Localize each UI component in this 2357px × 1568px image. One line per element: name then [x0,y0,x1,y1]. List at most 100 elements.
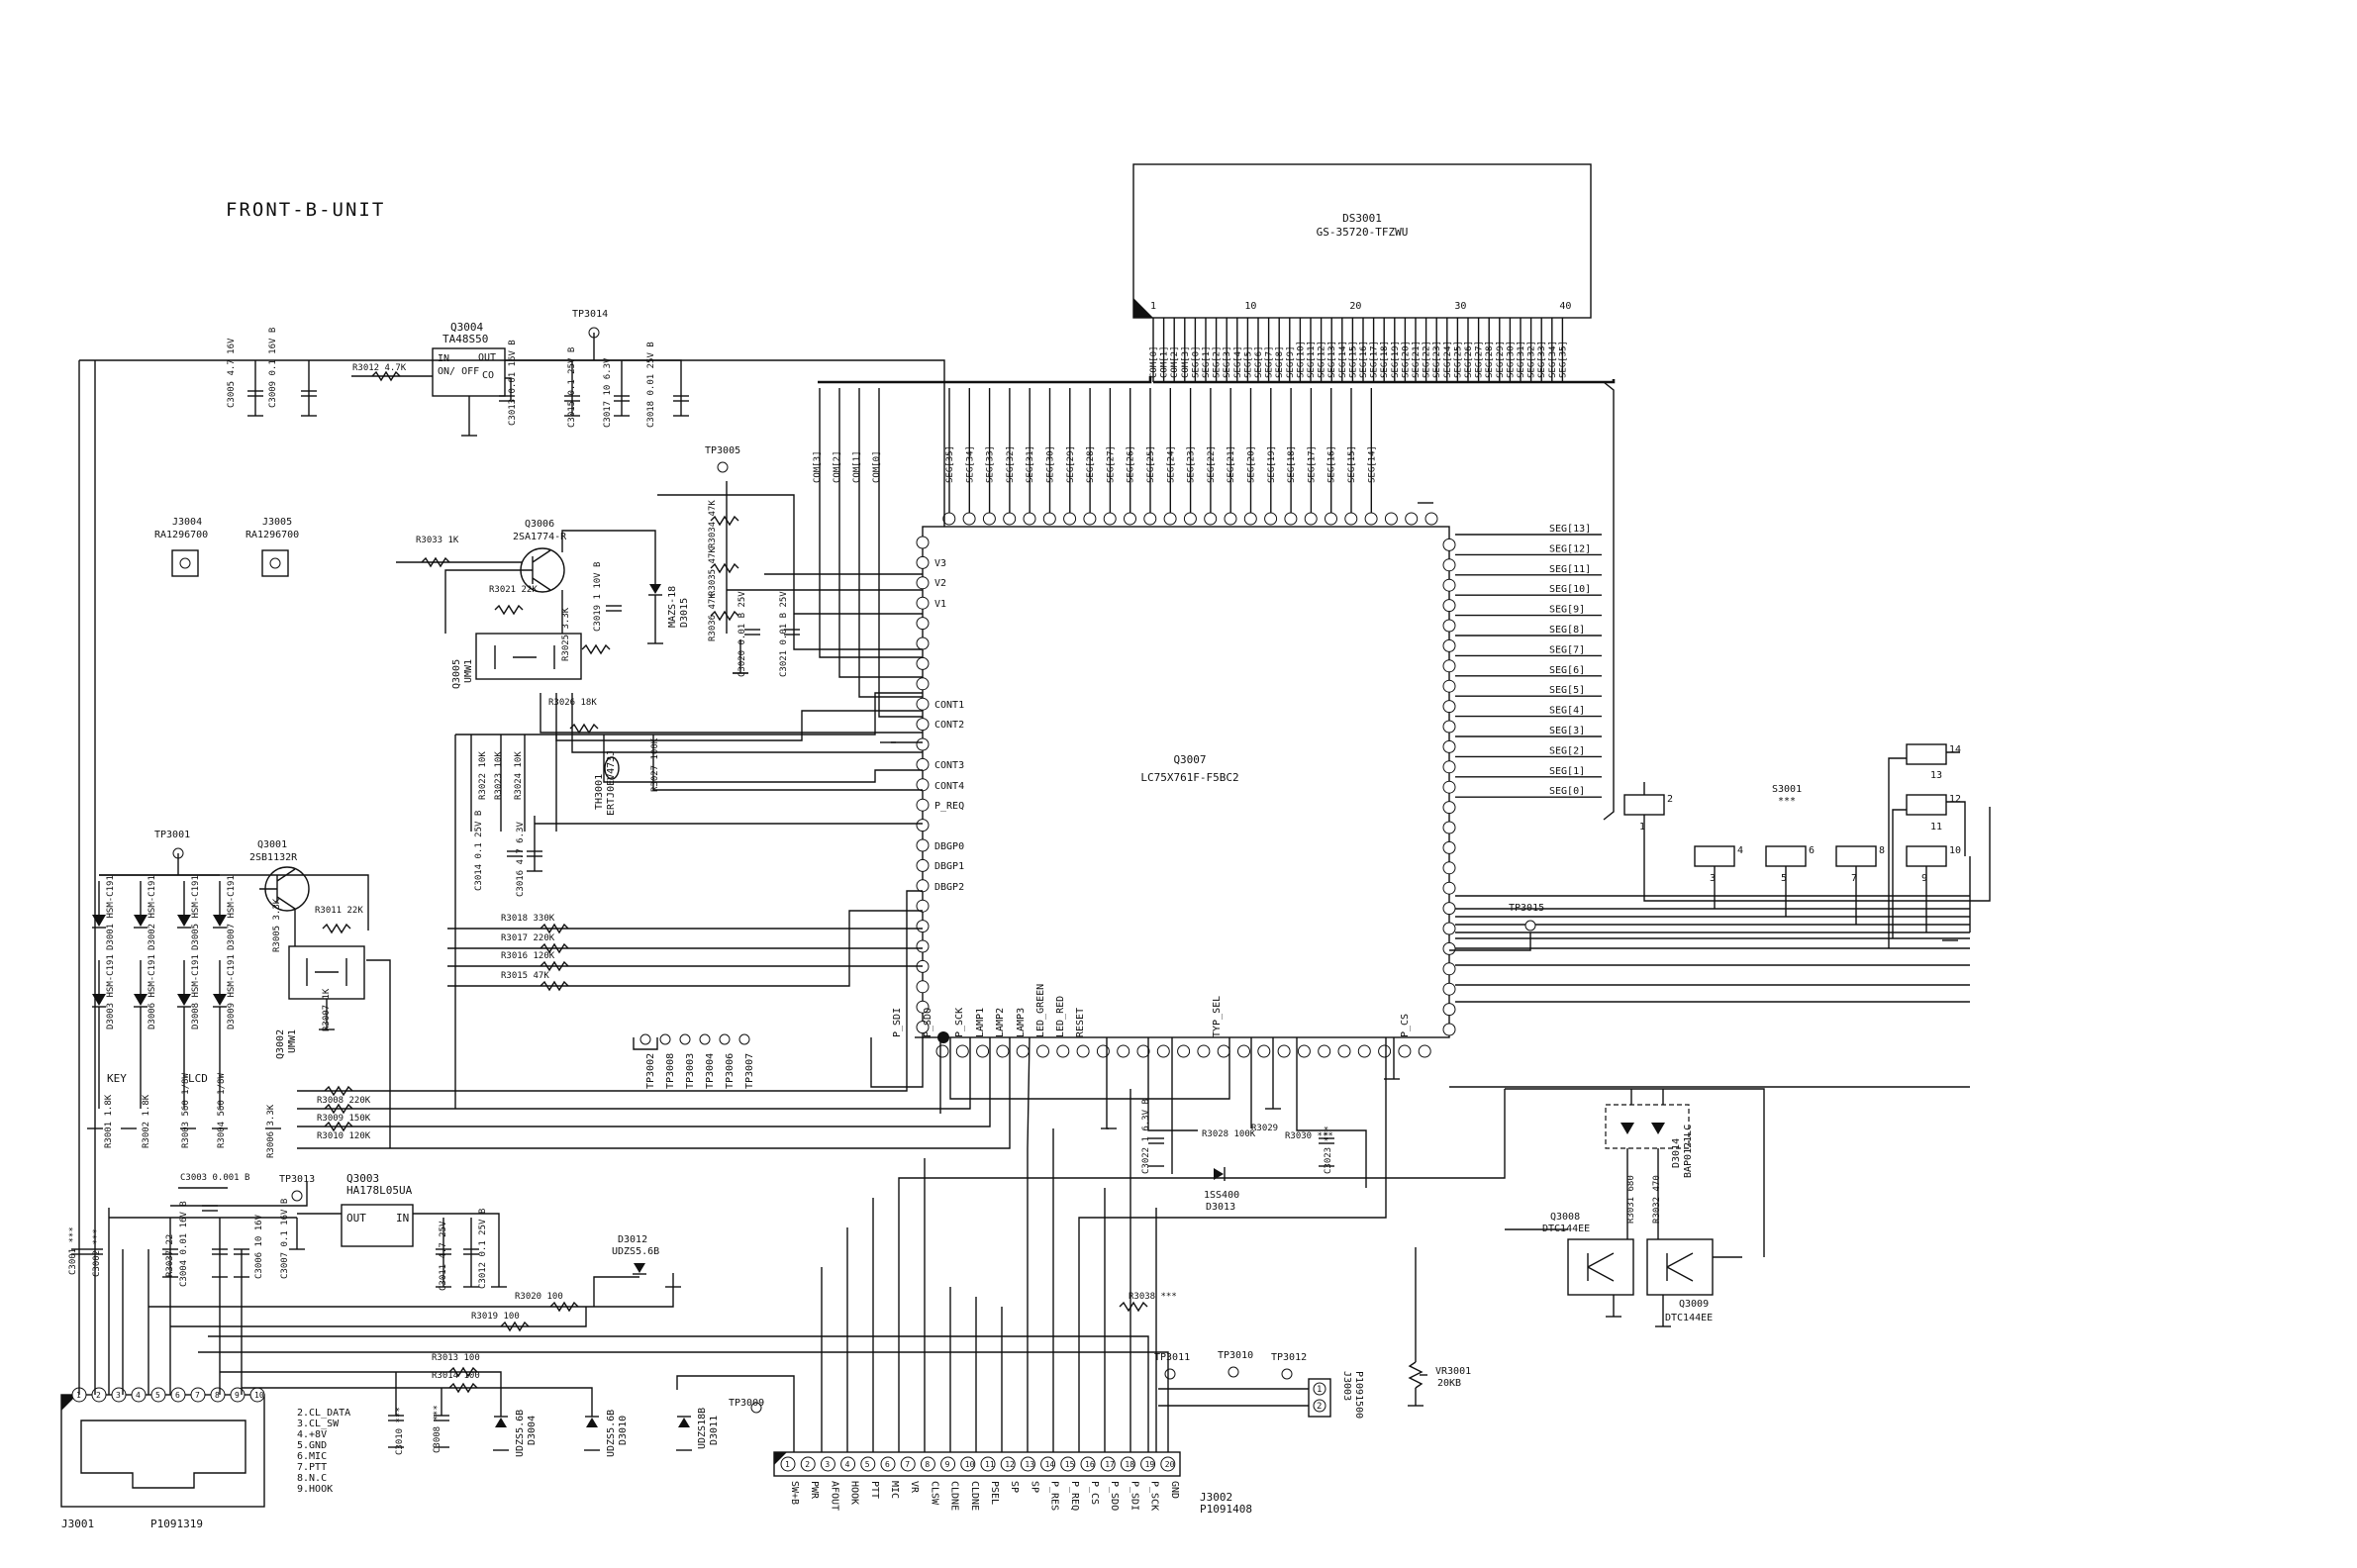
display-pin-label: SEG[16] [1359,341,1369,378]
testpoint-marker [1281,1368,1293,1380]
mcu-pin-67 [1103,512,1117,526]
wire-regulator [351,359,682,436]
connector-j3003: 1 2 J3003 P1091500 [1308,1371,1364,1419]
resistor-symbol [540,960,569,972]
resistor-symbol [322,923,351,934]
led-row1-label: D3001 HSM-C191 [106,875,116,950]
mcu-pin-49 [1442,558,1456,572]
wire-cont [540,693,923,753]
mcu-pin-85 [916,718,930,732]
resistor-label: R3020 100 [515,1292,563,1302]
mcu-left-label: CONT4 [934,781,964,792]
display-pin-label: SEG[19] [1391,341,1401,378]
testpoint-marker [750,1402,762,1414]
capacitor-label: C3017 10 6.3V [603,357,613,428]
mcu-pin-35 [1442,840,1456,854]
resistor-label: R3010 120K [317,1131,371,1141]
reg-pin-out: OUT [478,352,496,363]
wire-c3005-c3009 [254,360,310,416]
display-pin-label: SEG[32] [1527,341,1537,378]
mcu-top-label: SEG[35] [945,445,955,483]
d3010-symbol [586,1418,598,1427]
vr3001-ref: VR3001 [1435,1366,1471,1377]
mcu-pin-65 [1143,512,1157,526]
wire-bus-j3002 [198,1335,1169,1452]
resistor-symbol [371,370,401,382]
mcu-pin-29 [1442,962,1456,976]
mcu-pin-19 [1297,1044,1311,1058]
display-part: GS-35720-TFZWU [1317,226,1409,239]
wire-vr3001 [1158,1247,1417,1407]
j3002-pin-number: 9 [945,1460,950,1469]
resistor-label: R3031 680 [1626,1175,1636,1224]
mcu-right-label: SEG[12] [1549,543,1591,554]
j3002-signal-label: SW+B [789,1481,800,1505]
resistor-symbol [324,1085,353,1097]
j3002-ref: J3002 [1200,1491,1232,1504]
j3002-signal-label: P_CS [1089,1481,1100,1505]
resistor-symbol [569,723,599,735]
j3001-outline [80,1420,246,1489]
q3002-part: UMW1 [287,1029,298,1053]
mcu-pin-94 [916,899,930,913]
q3009-body [1646,1238,1714,1296]
display-pin-label: SEG[25] [1453,341,1463,378]
mcu-top-label: COM[0] [872,450,882,483]
s3001-pin-number: 8 [1879,845,1885,856]
resistor-symbol [540,980,569,992]
testpoint-label: TP3008 [665,1053,676,1089]
mcu-bottom-label: LAMP1 [975,1008,986,1037]
d3011-ref: D3011 [709,1416,720,1445]
mcu-pin-88 [916,778,930,792]
mcu-pin-26 [1442,1023,1456,1036]
mcu-pin-20 [1318,1044,1331,1058]
mcu-pin-23 [1378,1044,1392,1058]
j3001-pin [170,1387,186,1403]
mcu-bottom-label: P_SDO [923,1008,933,1037]
mcu-bottom-label: RESET [1075,1008,1086,1037]
s3001-pin-number: 7 [1851,873,1857,884]
mcu-left-label: CONT3 [934,760,964,771]
display-pin1-marker [1133,298,1153,318]
s3001-pin-number: 9 [1921,873,1927,884]
mcu-part: LC75X761F-F5BC2 [1140,771,1238,784]
display-pin-mark: 30 [1454,301,1466,312]
q3001-ref: Q3001 [257,839,287,850]
resistor-label: R3027 100K [650,737,660,792]
j3002-pin [1080,1456,1096,1472]
mcu-pin-63 [1183,512,1197,526]
mcu-top-label: SEG[32] [1006,445,1016,483]
display-pin-mark: 40 [1559,301,1571,312]
resistor-symbol [448,1366,478,1378]
testpoint-marker [659,1033,671,1045]
mcu-com-wire [858,388,923,698]
mcu-pin-57 [1304,512,1318,526]
j3002-pin-number: 3 [825,1460,830,1469]
q3005-part: UMW1 [463,659,474,683]
display-ds3001: DS3001 GS-35720-TFZWU COM[0]COM[1]COM[2]… [1132,163,1592,382]
th3001-symbol [604,756,620,780]
display-pin-label: SEG[31] [1517,341,1526,378]
q3002-ref: Q3002 [275,1029,286,1059]
mcu-right-label: SEG[8] [1549,625,1585,636]
mcu-pin-90 [916,819,930,833]
j3002-pin [980,1456,996,1472]
resistor-label: R3011 22K [315,906,363,916]
mcu-pin-11 [1136,1044,1150,1058]
wire-tp3005-bias [657,481,923,673]
display-pin-label: SEG[5] [1243,345,1253,378]
mcu-left-labels: V3V2V1CONT1CONT2CONT3CONT4P_REQDBGP0DBGP… [934,558,964,893]
j3001-pin-number: 8 [215,1391,220,1400]
display-pin-label: SEG[27] [1475,341,1485,378]
d3015-part: MAZS-18 [667,586,678,628]
reg-pin-in: IN [438,353,449,364]
resistor-label: R3034 47K [708,500,718,548]
q3001-leads [259,868,296,910]
j3003-pin1 [1313,1382,1326,1396]
resistor-label: R3036 47K [708,593,718,641]
mcu-right-label: SEG[7] [1549,644,1585,655]
mcu-pin-98 [916,980,930,994]
led-symbol [134,994,147,1006]
